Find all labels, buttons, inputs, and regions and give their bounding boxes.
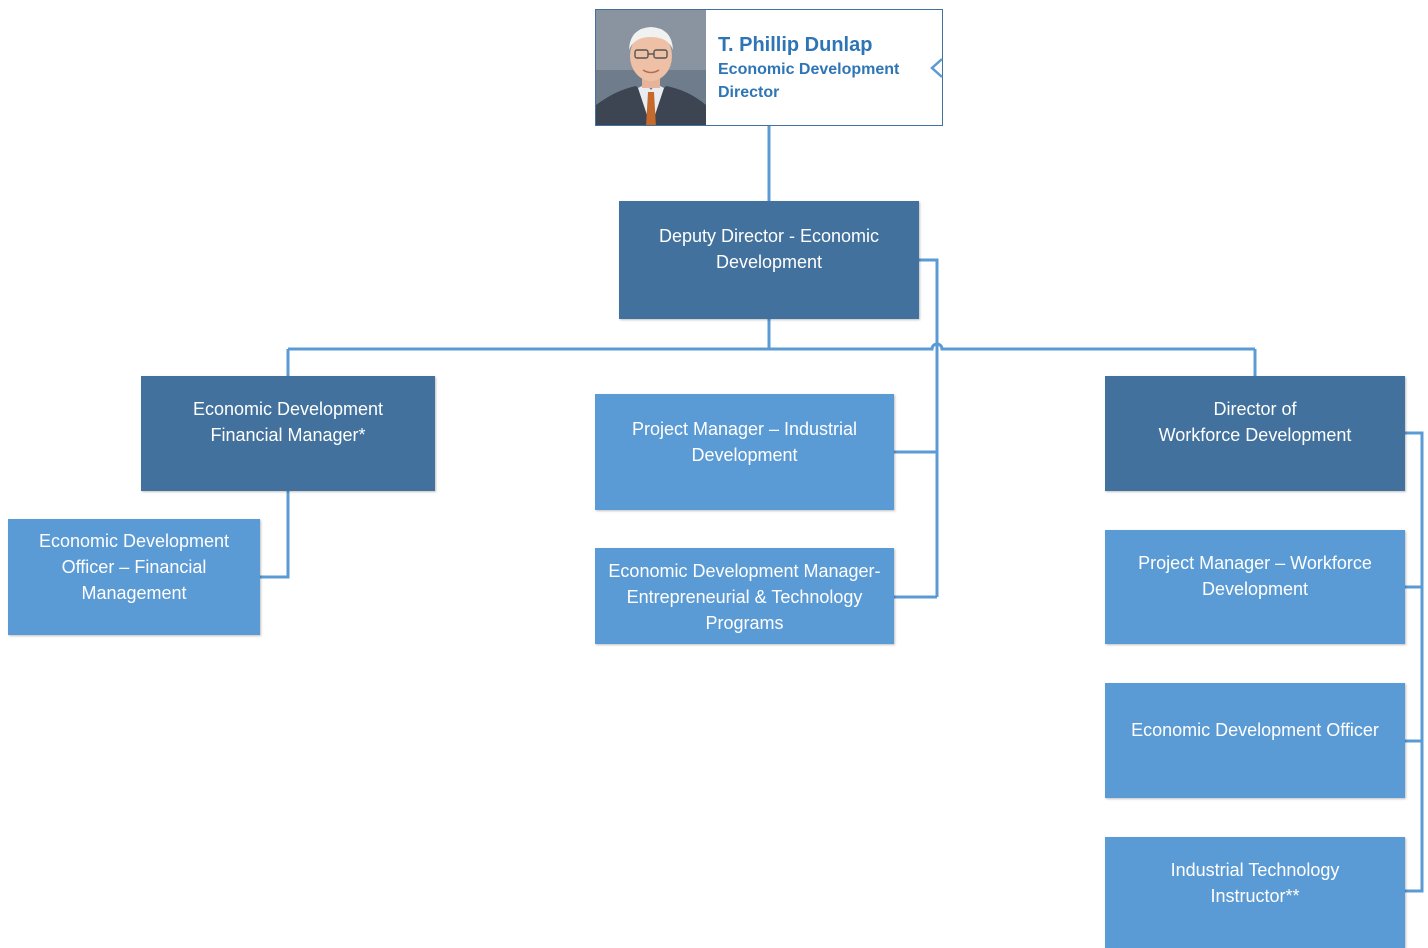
financial-manager-line2: Financial Manager*	[210, 425, 366, 445]
pm-workforce-line1: Project Manager – Workforce	[1138, 553, 1372, 573]
pm-workforce-line2: Development	[1201, 579, 1309, 599]
connector-financial-officer	[260, 491, 290, 579]
collapse-arrow-icon[interactable]	[929, 58, 943, 78]
financial-officer-line2: Officer – Financial	[61, 557, 207, 577]
financial-officer-box[interactable]: Economic Development Officer – Financial…	[8, 519, 260, 635]
pm-industrial-box[interactable]: Project Manager – Industrial Development	[595, 394, 894, 510]
entrepreneurial-manager-line2: Entrepreneurial & Technology	[626, 587, 863, 607]
director-title-line1: Economic Development	[718, 61, 900, 78]
financial-officer-line1: Economic Development	[38, 531, 230, 551]
director-photo	[596, 10, 706, 125]
ed-officer-box[interactable]: Economic Development Officer	[1105, 683, 1405, 798]
connector-branch-bar	[288, 342, 1255, 351]
entrepreneurial-manager-line3: Programs	[705, 613, 784, 633]
pm-industrial-line1: Project Manager – Industrial	[631, 419, 858, 439]
deputy-director-line2: Development	[715, 252, 823, 272]
financial-manager-box[interactable]: Economic Development Financial Manager*	[141, 376, 435, 491]
deputy-director-line1: Deputy Director - Economic	[658, 226, 880, 246]
tech-instructor-box[interactable]: Industrial Technology Instructor**	[1105, 837, 1405, 948]
connector-workforce-bracket	[1405, 431, 1424, 893]
director-name: T. Phillip Dunlap	[718, 34, 873, 56]
tech-instructor-line2: Instructor**	[1210, 886, 1300, 906]
deputy-director-box[interactable]: Deputy Director - Economic Development	[619, 201, 919, 319]
workforce-director-box[interactable]: Director of Workforce Development	[1105, 376, 1405, 491]
workforce-director-line2: Workforce Development	[1158, 425, 1352, 445]
financial-officer-line3: Management	[81, 583, 187, 603]
ed-officer-line1: Economic Development Officer	[1131, 720, 1379, 740]
director-card[interactable]: T. Phillip Dunlap Economic Development D…	[595, 9, 943, 126]
financial-manager-line1: Economic Development	[192, 399, 384, 419]
workforce-director-line1: Director of	[1213, 399, 1297, 419]
entrepreneurial-manager-line1: Economic Development Manager-	[608, 561, 881, 581]
connector-deputy-assistants	[919, 258, 939, 597]
pm-workforce-box[interactable]: Project Manager – Workforce Development	[1105, 530, 1405, 644]
pm-industrial-line2: Development	[691, 445, 798, 465]
entrepreneurial-manager-box[interactable]: Economic Development Manager- Entreprene…	[595, 548, 894, 644]
tech-instructor-line1: Industrial Technology	[1170, 860, 1340, 880]
director-title-line2: Director	[718, 84, 780, 101]
